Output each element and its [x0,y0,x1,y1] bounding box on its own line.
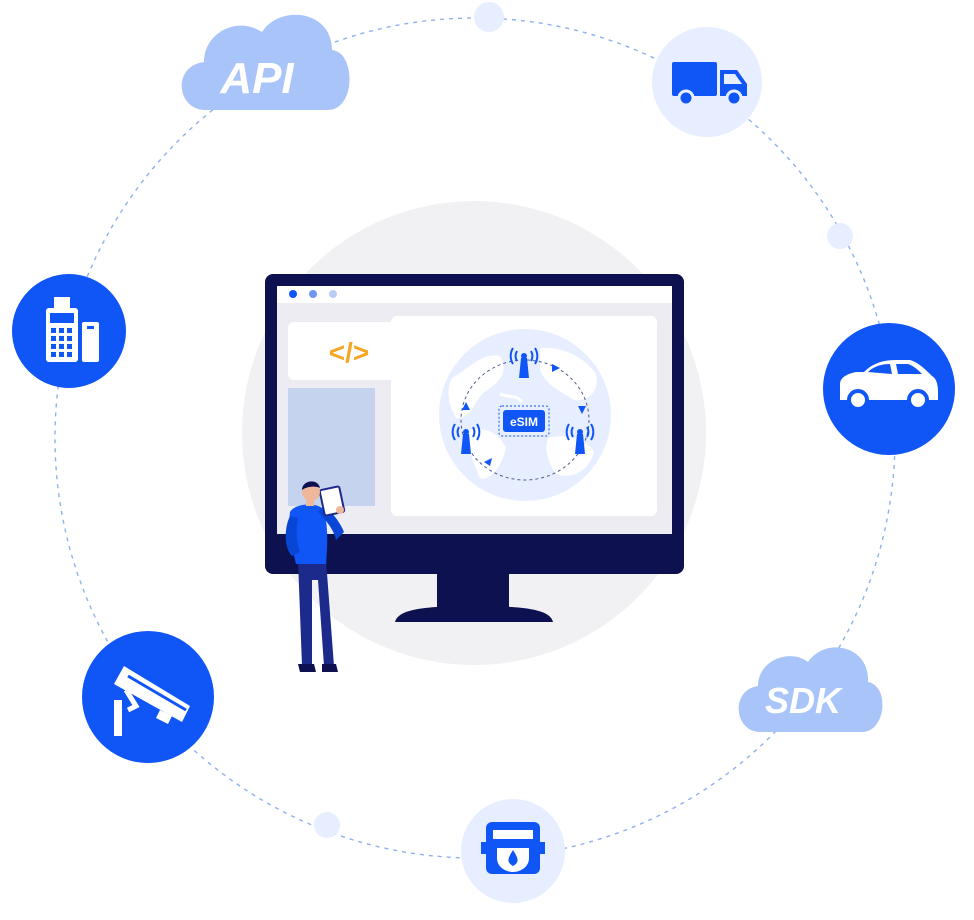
truck-icon [652,27,762,137]
water-meter-icon [461,799,565,903]
sdk-label: SDK [765,680,844,721]
security-camera-icon [82,631,214,763]
car-icon [823,323,955,455]
api-label: API [219,54,294,103]
esim-chip-icon: eSIM [498,405,550,437]
esim-label: eSIM [510,415,538,429]
orbit-dot-top [474,2,504,32]
code-icon: </> [329,337,369,368]
antenna-icon [451,347,595,454]
person-with-tablet-icon [285,481,346,672]
pos-terminal-icon [12,274,126,388]
cloud-api-icon: API [181,14,350,110]
cloud-sdk-icon: SDK [738,647,883,732]
orbit-dot-bottom-left [314,812,340,838]
orbit-dot-right [827,223,853,249]
